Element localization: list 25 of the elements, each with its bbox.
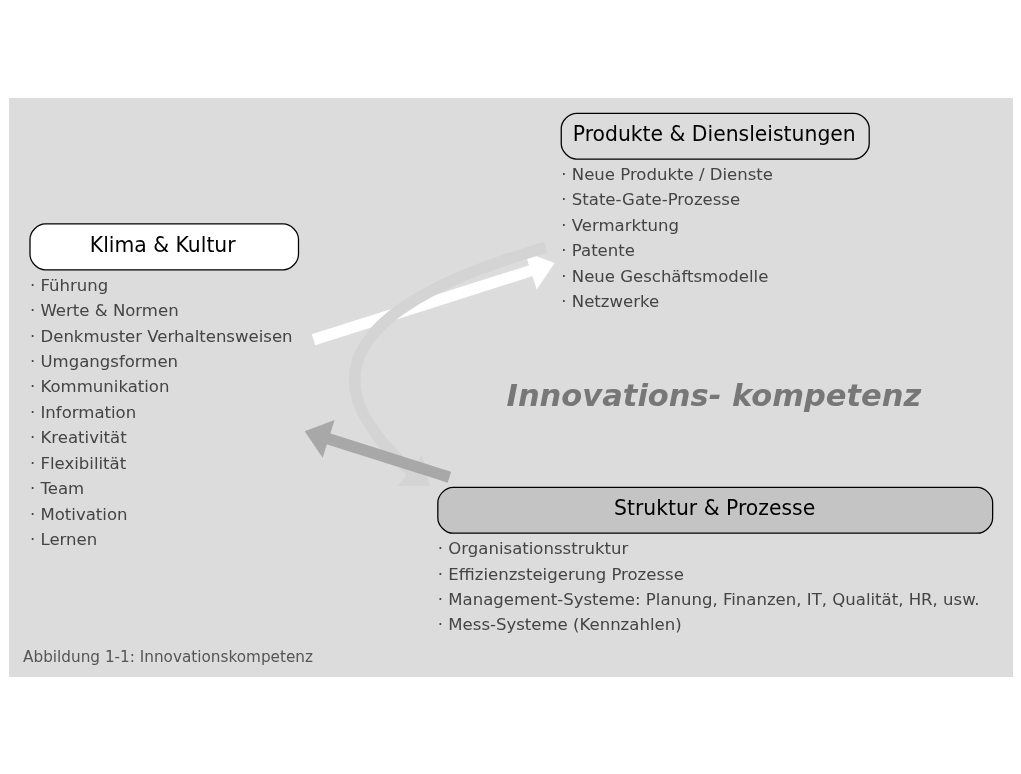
node-label: · Flexibilität <box>29 453 126 473</box>
node-label: · Neue Produkte / Dienste <box>560 164 773 184</box>
arrow <box>304 419 451 483</box>
node-label: · Information <box>29 402 136 422</box>
node-label: · Werte & Normen <box>29 300 179 320</box>
node-label: · Lernen <box>29 529 97 549</box>
node-label: · Mess-Systeme (Kennzahlen) <box>437 614 682 634</box>
node-label: · Kreativität <box>29 427 127 447</box>
node-label: · Team <box>29 478 84 498</box>
node-label: · Motivation <box>29 504 128 524</box>
node-label: · State-Gate-Prozesse <box>560 189 740 209</box>
label: Innovations- kompetenz <box>506 377 921 413</box>
node-label: · Management-Systeme: Planung, Finanzen, IT, Qualität, HR, usw. <box>437 589 979 609</box>
node-label: · Denkmuster Verhaltensweisen <box>29 326 293 346</box>
node-label: · Vermarktung <box>560 215 679 235</box>
node-label: · Netzwerke <box>560 291 659 311</box>
node-label: · Umgangsformen <box>29 351 178 371</box>
node-label: · Organisationsstruktur <box>437 538 628 558</box>
node-label: · Führung <box>29 275 108 295</box>
node-label: · Patente <box>560 240 635 260</box>
node-label: · Kommunikation <box>29 376 169 396</box>
node-label: · Effizienzsteigerung Prozesse <box>437 564 684 584</box>
node-label: · Neue Geschäftsmodelle <box>560 266 768 286</box>
caption: Abbildung 1-1: Innovationskompetenz <box>22 647 313 666</box>
arrow <box>348 241 547 486</box>
